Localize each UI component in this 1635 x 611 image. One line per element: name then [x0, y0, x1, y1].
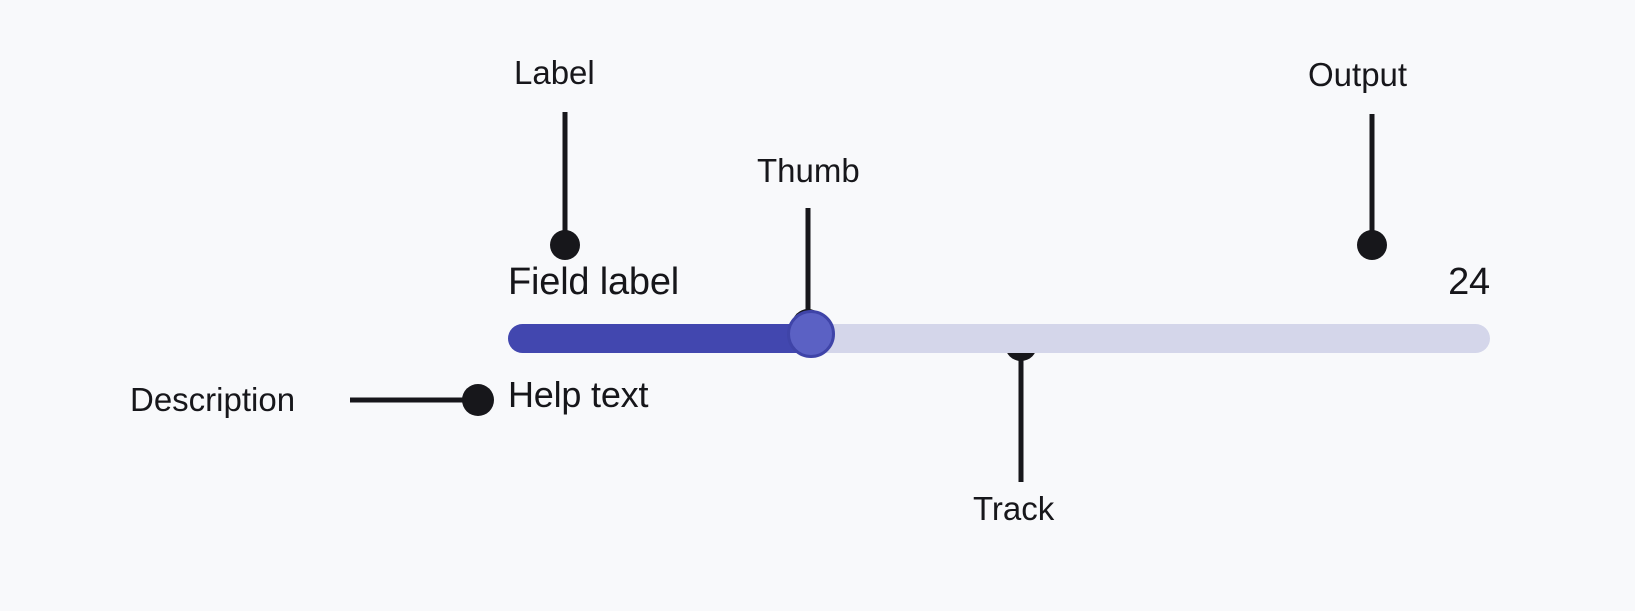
slider-thumb[interactable] — [787, 310, 835, 358]
slider-output-value: 24 — [1448, 261, 1490, 303]
slider-description: Help text — [508, 374, 649, 415]
annotation-label-track: Track — [973, 490, 1055, 527]
slider-filled-track — [508, 324, 811, 353]
leader-dot-output — [1357, 230, 1387, 260]
annotation-label-label: Label — [514, 54, 595, 91]
annotation-label-thumb: Thumb — [757, 152, 860, 189]
annotation-label-output: Output — [1308, 56, 1408, 93]
slider-track[interactable] — [508, 310, 1490, 358]
annotation-label-description: Description — [130, 381, 296, 418]
leader-dot-label — [550, 230, 580, 260]
leader-dot-description — [462, 384, 494, 416]
slider-label: Field label — [508, 261, 680, 303]
